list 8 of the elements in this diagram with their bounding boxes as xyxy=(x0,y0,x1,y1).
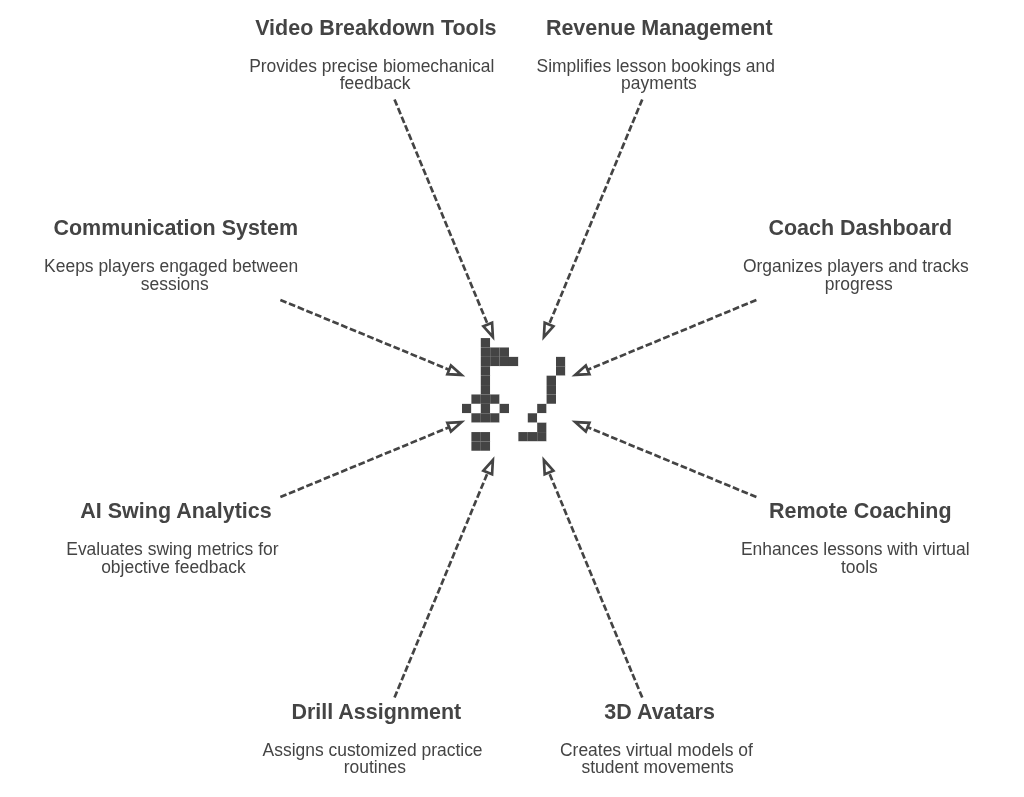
node-text: Video Breakdown Tools Provides precise biomechanical feedback xyxy=(249,15,497,94)
node-text: 3D Avatars Creates virtual models of student movements xyxy=(560,699,753,778)
node-text: Coach Dashboard Organizes players and tracks progress xyxy=(742,216,969,294)
node-text: Drill Assignment Assigns customized practice routines xyxy=(262,699,483,778)
node-text: AI Swing Analytics Evaluates swing metrics for objective feedback xyxy=(66,499,279,577)
node-text: Communication System Keeps players engaged between sessions xyxy=(44,216,299,294)
node-text: Remote Coaching Enhances lessons with virtual tools xyxy=(740,499,970,577)
node-text: Revenue Management Simplifies lesson bookings and payments xyxy=(536,15,775,94)
